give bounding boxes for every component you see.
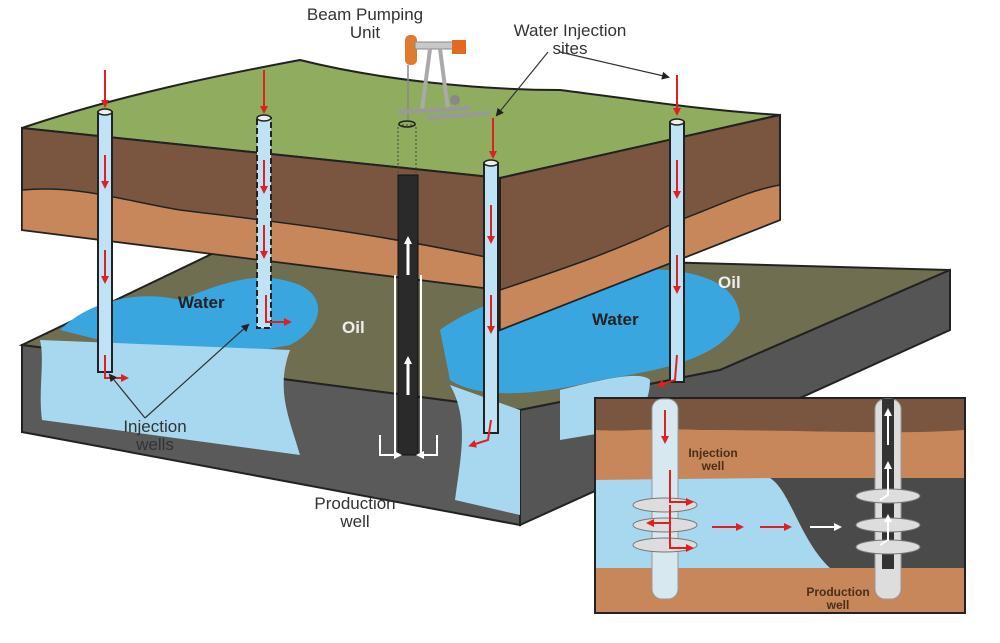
injection-well-4 bbox=[656, 75, 685, 388]
label-inset-injection-well: Injection well bbox=[688, 446, 738, 473]
grass-surface bbox=[21, 58, 781, 180]
label-inset-production-well: Production well bbox=[806, 585, 870, 612]
injection-well-2 bbox=[256, 70, 292, 329]
label-water-left: Water bbox=[178, 293, 225, 312]
label-oil-center: Oil bbox=[342, 318, 365, 337]
production-well bbox=[379, 120, 438, 459]
label-beam-pumping-unit: Beam Pumping Unit bbox=[306, 5, 424, 42]
injection-well-3 bbox=[468, 118, 499, 448]
label-injection-wells: Injection wells bbox=[123, 417, 187, 454]
inset-detail bbox=[594, 397, 966, 614]
water-region-left-top bbox=[60, 277, 319, 360]
injection-well-1 bbox=[97, 70, 129, 382]
label-pointers bbox=[108, 51, 670, 419]
label-water-right: Water bbox=[592, 310, 639, 329]
label-production-well: Production well bbox=[314, 494, 396, 531]
beam-pumping-unit-icon bbox=[397, 35, 491, 120]
soil-slab bbox=[21, 58, 781, 332]
label-water-injection-sites: Water Injection sites bbox=[513, 21, 627, 58]
water-region-center-front bbox=[450, 385, 520, 515]
label-oil-right: Oil bbox=[718, 273, 741, 292]
